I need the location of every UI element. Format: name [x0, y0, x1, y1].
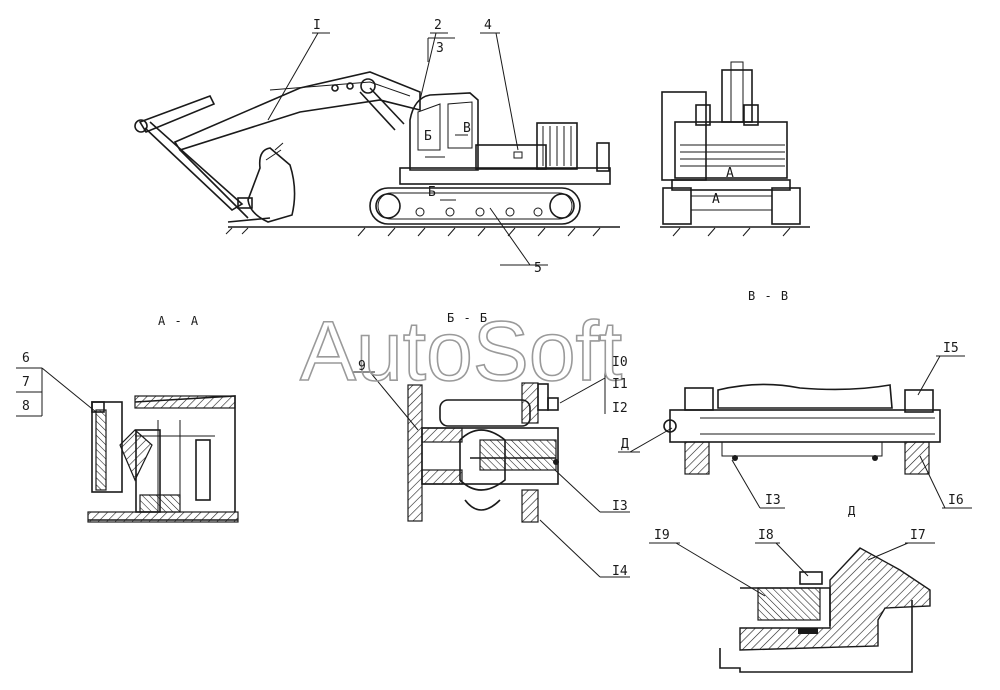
callout-1: I — [313, 18, 321, 33]
callout-d: Д — [621, 437, 629, 452]
view-mark-b-lower: Б — [428, 185, 436, 200]
callout-8: 8 — [22, 399, 30, 414]
excavator-side-view — [134, 71, 620, 237]
callout-13-vv: I3 — [765, 493, 781, 508]
callout-10: I0 — [612, 355, 628, 370]
side-view-leaders — [267, 32, 548, 266]
section-aa-leaders — [16, 367, 97, 417]
callout-16: I6 — [948, 493, 964, 508]
section-vv — [663, 383, 941, 475]
view-mark-a-front: А — [726, 166, 734, 181]
excavator-front-view — [660, 61, 810, 237]
section-title-vv: В - В — [748, 289, 789, 303]
callout-9: 9 — [358, 359, 366, 374]
view-mark-v-upper: В — [463, 121, 471, 136]
watermark-text: AutoSoft — [300, 304, 622, 398]
section-title-bb: Б - Б — [447, 311, 488, 325]
callout-18: I8 — [758, 528, 774, 543]
section-aa — [87, 395, 239, 523]
callout-12: I2 — [612, 401, 628, 416]
section-title-d: Д — [848, 504, 856, 518]
callout-4: 4 — [484, 18, 492, 33]
callout-15: I5 — [943, 341, 959, 356]
callout-17: I7 — [910, 528, 926, 543]
callout-13-bb: I3 — [612, 499, 628, 514]
section-vv-leaders — [618, 355, 972, 509]
callout-3: 3 — [436, 41, 444, 56]
callout-2: 2 — [434, 18, 442, 33]
view-mark-a-front2: А — [712, 192, 720, 207]
callout-7: 7 — [22, 375, 30, 390]
view-mark-b-upper: Б — [424, 129, 432, 144]
callout-6: 6 — [22, 351, 30, 366]
callout-11: I1 — [612, 377, 628, 392]
section-bb-leaders — [353, 364, 630, 578]
section-bb — [407, 382, 559, 523]
callout-5: 5 — [534, 261, 542, 276]
detail-d — [719, 547, 931, 673]
callout-19: I9 — [654, 528, 670, 543]
callout-14: I4 — [612, 564, 628, 579]
section-title-aa: А - А — [158, 314, 199, 328]
detail-d-leaders — [649, 542, 935, 597]
